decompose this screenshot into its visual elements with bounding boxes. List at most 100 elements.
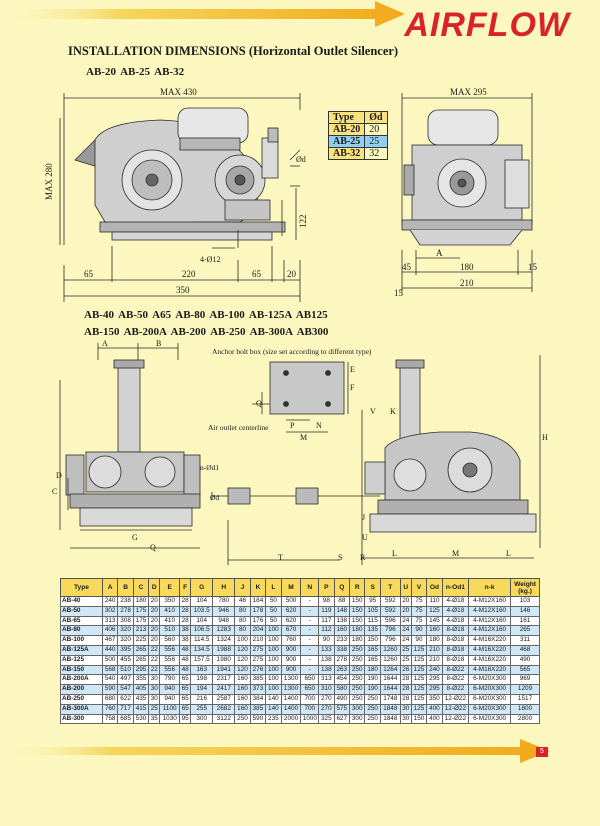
spec-header-cell: C	[132, 578, 150, 597]
spec-cell: 30	[148, 674, 161, 686]
dim-q1: Q	[256, 399, 262, 408]
spec-cell: 250	[364, 703, 381, 715]
spec-cell: 560	[159, 635, 181, 646]
dim-max-295: MAX 295	[450, 87, 487, 97]
spec-cell: 100	[234, 635, 251, 646]
spec-header-cell: E	[159, 578, 181, 597]
dim-a: A	[102, 339, 108, 348]
spec-cell: 6-M20X300	[468, 674, 512, 686]
spec-cell: 20	[148, 625, 161, 637]
dim-a-top: A	[436, 248, 443, 258]
dim-20: 20	[287, 269, 297, 279]
spec-cell: 35	[148, 713, 161, 725]
spec-cell: 98	[318, 596, 335, 607]
spec-cell: 80	[234, 605, 251, 617]
large-models-line2: AB-150 AB-200A AB-200 AB-250 AB-300A AB3…	[84, 326, 329, 338]
spec-cell: 180	[132, 596, 150, 607]
spec-cell: 120	[234, 644, 251, 656]
spec-cell: 135	[364, 625, 381, 637]
top-side-view	[59, 93, 301, 302]
od-header-type: Type	[327, 111, 366, 124]
spec-cell: 8-Ø18	[441, 625, 470, 637]
od-cell-type: AB-25	[327, 135, 366, 148]
spec-cell: 95	[179, 713, 192, 725]
spec-cell: 1400	[280, 703, 302, 715]
od-cell-value: 20	[364, 123, 388, 136]
spec-cell: 2000	[280, 713, 302, 725]
spec-cell-type: AB-80	[60, 625, 103, 637]
spec-cell: 350	[426, 693, 443, 705]
spec-cell: 250	[364, 693, 381, 705]
spec-cell: -	[300, 605, 320, 617]
spec-cell: 210	[426, 654, 443, 666]
spec-cell: 295	[426, 674, 443, 686]
od-cell-type: AB-20	[327, 123, 366, 136]
spec-cell: 150	[348, 615, 366, 627]
spec-cell: 8-Ø18	[441, 644, 470, 656]
spec-cell: 6-M20X300	[468, 703, 512, 715]
dim-350: 350	[176, 285, 190, 295]
spec-cell: 1030	[159, 713, 181, 725]
spec-cell: 20	[148, 605, 161, 617]
spec-cell: 146	[510, 605, 540, 617]
spec-cell: 250	[234, 713, 251, 725]
spec-cell: 4-M12X160	[468, 596, 512, 607]
spec-cell: 1000	[300, 713, 320, 725]
spec-cell: 240	[101, 596, 119, 607]
spec-cell: 22	[148, 654, 161, 666]
dim-q2: Q	[150, 543, 156, 552]
spec-cell: 4-Ø18	[441, 615, 470, 627]
spec-cell: 300	[190, 713, 214, 725]
spec-cell: 110	[426, 596, 443, 607]
dim-180: 180	[460, 262, 474, 272]
dim-j: J	[362, 513, 365, 522]
od-row: AB-25 25	[327, 135, 388, 148]
spec-cell: 2587	[212, 693, 236, 705]
spec-cell: 510	[159, 625, 181, 637]
spec-cell: 125	[410, 654, 428, 666]
od-cell-type: AB-32	[327, 147, 366, 160]
spec-cell: 373	[249, 684, 267, 695]
spec-cell: 184	[249, 596, 267, 607]
spec-cell: 278	[117, 605, 134, 617]
spec-cell: 30	[399, 713, 412, 725]
dim-l2: L	[506, 549, 511, 558]
spec-cell: 760	[280, 635, 302, 646]
spec-header-cell: M	[280, 578, 302, 597]
spec-cell: 1300	[280, 674, 302, 686]
spec-cell: 308	[117, 615, 134, 627]
spec-cell: 385	[249, 674, 267, 686]
spec-cell: 235	[265, 713, 282, 725]
spec-cell: 276	[249, 664, 267, 676]
spec-header-cell: G	[190, 578, 214, 597]
spec-cell: 125	[410, 674, 428, 686]
spec-cell: 592	[379, 605, 401, 617]
spec-cell: 190	[364, 684, 381, 695]
page-heading: INSTALLATION DIMENSIONS (Horizontal Outl…	[68, 44, 399, 58]
spec-cell: 250	[348, 684, 366, 695]
spec-cell: 125	[426, 605, 443, 617]
spec-cell: 150	[348, 605, 366, 617]
spec-cell: 8-Ø22	[441, 664, 470, 676]
spec-cell: 310	[318, 684, 335, 695]
spec-cell: 238	[117, 596, 134, 607]
spec-cell: 100	[265, 664, 282, 676]
spec-cell: 48	[179, 644, 192, 656]
spec-cell: 490	[510, 654, 540, 666]
spec-header-cell: Type	[60, 578, 103, 597]
spec-header-cell: Od	[426, 578, 443, 597]
dim-s: S	[338, 553, 342, 562]
spec-cell: 12-Ø22	[441, 693, 470, 705]
spec-cell: 250	[364, 713, 381, 725]
spec-cell: 180	[348, 635, 366, 646]
spec-cell: 596	[379, 615, 401, 627]
spec-cell: 4-M16X220	[468, 664, 512, 676]
spec-cell: 125	[410, 703, 428, 715]
